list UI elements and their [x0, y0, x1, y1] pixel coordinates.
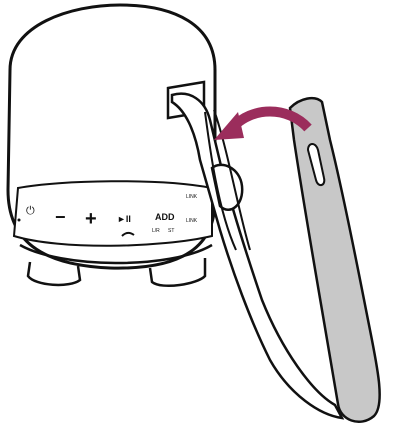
- speaker-foot-right: [148, 258, 207, 287]
- add-sub-right-label: ST: [168, 228, 174, 234]
- power-led-icon: [17, 218, 21, 222]
- add-sub-left-label: L/R: [152, 228, 160, 234]
- play-button-label: ►II: [117, 214, 131, 224]
- direction-arrow-icon: [214, 106, 312, 140]
- strap-slot-opening: [306, 143, 326, 186]
- extra-bottom-label: LINK: [186, 218, 198, 224]
- phone-icon: [121, 231, 135, 237]
- control-labels: ⏻ − + ►II ADD L/R ST LINK LINK: [17, 194, 198, 237]
- add-button-label: ADD: [155, 212, 175, 222]
- speaker-top: [8, 3, 217, 71]
- speaker-foot-left: [26, 261, 82, 287]
- power-button-label: ⏻: [26, 205, 35, 217]
- speaker: [6, 3, 217, 287]
- control-panel: [12, 180, 213, 247]
- strap-loop-back: [288, 96, 381, 423]
- minus-button-label: −: [55, 207, 66, 227]
- strap: [170, 92, 381, 423]
- extra-top-label: LINK: [186, 194, 198, 200]
- plus-button-label: +: [85, 208, 97, 230]
